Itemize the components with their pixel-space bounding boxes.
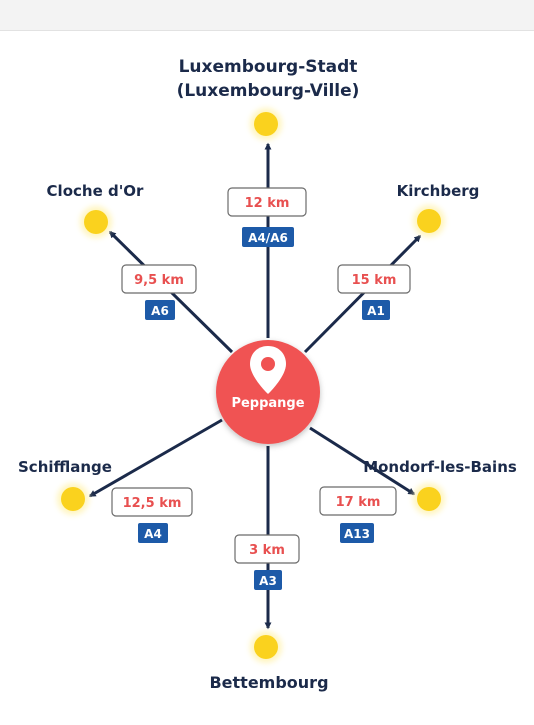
road-text-a6: A6: [151, 304, 169, 318]
distance-box-mondorf: 17 km: [319, 486, 397, 516]
destination-dot-mondorf: [413, 483, 445, 515]
road-badge-a1: A1: [362, 300, 390, 320]
destination-dot-luxembourg-stadt: [250, 108, 282, 140]
distance-boxes: 12 km 9,5 km 15 km 12,5 km 17 km 3 km: [111, 187, 411, 564]
distance-text-bettembourg: 3 km: [249, 543, 285, 558]
destination-dot-cloche-dor: [80, 206, 112, 238]
destination-dot-schifflange: [57, 483, 89, 515]
destination-label-kirchberg: Kirchberg: [397, 182, 480, 200]
distance-box-schifflange: 12,5 km: [111, 487, 193, 517]
center-label: Peppange: [231, 396, 304, 411]
destination-label-cloche-dor: Cloche d'Or: [47, 182, 145, 200]
destination-label-luxembourg-stadt: Luxembourg-Stadt: [179, 57, 358, 77]
road-badge-a4: A4: [138, 523, 168, 543]
distance-box-cloche-dor: 9,5 km: [121, 264, 197, 294]
distance-text-mondorf: 17 km: [336, 495, 381, 510]
road-badge-a6: A6: [145, 300, 175, 320]
road-badges: A4/A6 A6 A1 A4 A13 A3: [138, 227, 390, 590]
road-text-a1: A1: [367, 304, 385, 318]
route-line-mondorf: [309, 426, 416, 496]
route-line-kirchberg: [303, 234, 422, 354]
distance-text-cloche-dor: 9,5 km: [134, 273, 184, 288]
road-text-a3: A3: [259, 574, 277, 588]
destination-label-luxembourg-ville: (Luxembourg-Ville): [177, 81, 360, 101]
top-band: [0, 0, 534, 31]
road-text-a4-a6: A4/A6: [248, 231, 288, 245]
road-text-a13: A13: [344, 527, 370, 541]
destination-label-bettembourg: Bettembourg: [209, 673, 328, 692]
destination-label-schifflange: Schifflange: [18, 458, 112, 476]
distance-box-kirchberg: 15 km: [337, 264, 411, 294]
location-pin-icon: [250, 346, 286, 394]
distance-box-luxembourg-stadt: 12 km: [227, 187, 307, 217]
road-badge-a13: A13: [340, 523, 374, 543]
road-badge-a3: A3: [254, 570, 282, 590]
distance-box-bettembourg: 3 km: [234, 534, 300, 564]
distance-text-luxembourg-stadt: 12 km: [245, 196, 290, 211]
route-line-schifflange: [88, 418, 223, 498]
distance-text-schifflange: 12,5 km: [123, 496, 182, 511]
destination-dot-kirchberg: [413, 205, 445, 237]
center-node: Peppange: [216, 340, 320, 444]
destination-labels: Luxembourg-Stadt (Luxembourg-Ville) Cloc…: [18, 57, 517, 692]
road-badge-a4-a6: A4/A6: [242, 227, 294, 247]
road-text-a4: A4: [144, 527, 162, 541]
destination-dots: [57, 108, 445, 663]
destination-dot-bettembourg: [250, 631, 282, 663]
distance-text-kirchberg: 15 km: [352, 273, 397, 288]
destination-label-mondorf: Mondorf-les-Bains: [363, 458, 517, 476]
